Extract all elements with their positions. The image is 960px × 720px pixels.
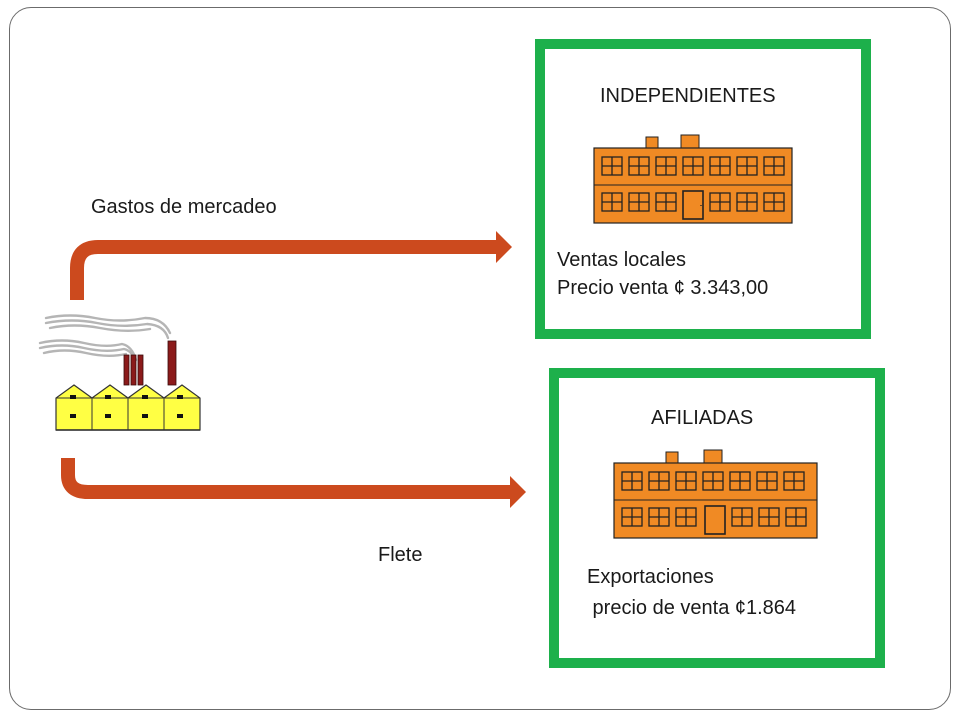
afiliadas-title: AFILIADAS (651, 407, 754, 429)
building-icon (613, 449, 818, 539)
independientes-line1: Ventas locales (557, 249, 686, 271)
slide-frame (9, 7, 951, 710)
afiliadas-line1: Exportaciones (587, 566, 714, 588)
marketing-label: Gastos de mercadeo (91, 196, 277, 218)
afiliadas-line2: precio de venta ¢1.864 (587, 597, 797, 619)
building-icon (593, 134, 793, 224)
independientes-title: INDEPENDIENTES (600, 85, 776, 107)
marketing-arrow (70, 231, 512, 300)
freight-arrow (61, 458, 526, 508)
afiliadas-box (549, 368, 885, 668)
factory-icon (38, 314, 201, 431)
independientes-box (535, 39, 871, 339)
freight-label: Flete (378, 544, 423, 566)
independientes-line2: Precio venta ¢ 3.343,00 (557, 277, 769, 299)
